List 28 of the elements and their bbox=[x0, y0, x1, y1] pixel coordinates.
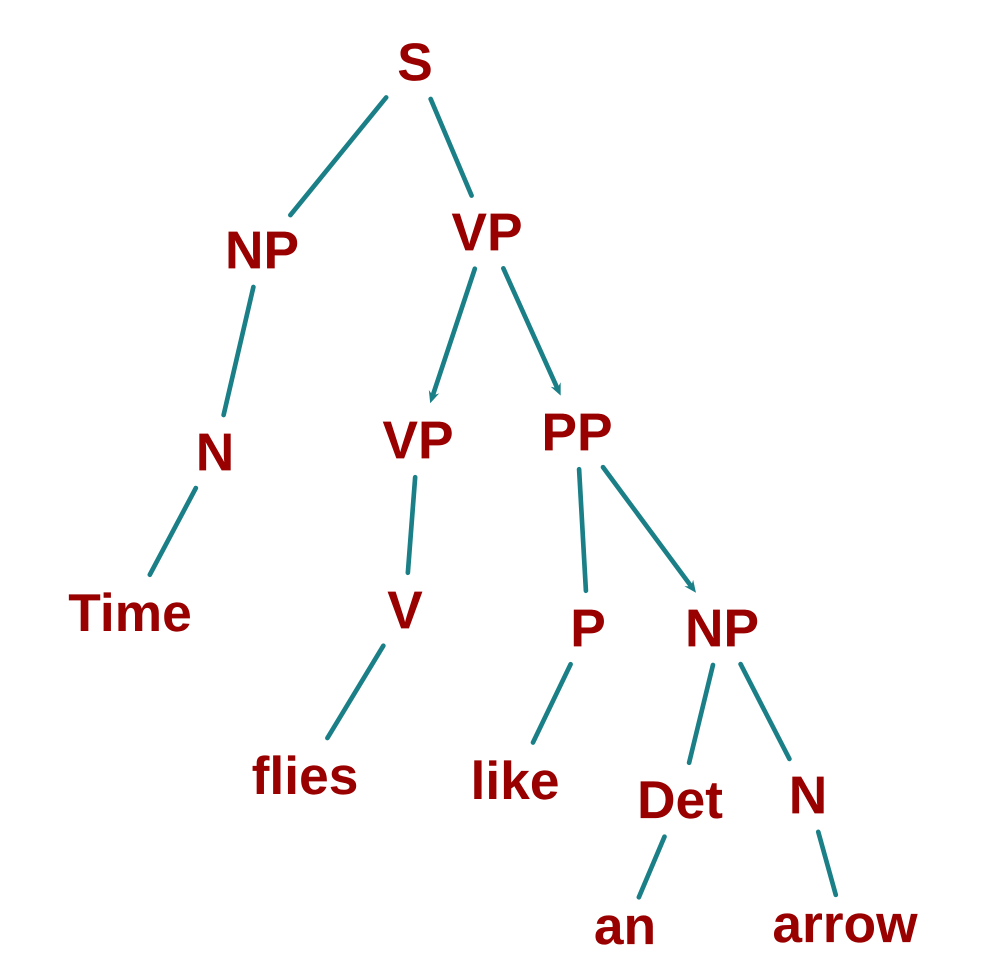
tree-branch bbox=[636, 834, 667, 900]
tree-label: NP bbox=[228, 232, 298, 268]
tree-label: Det bbox=[640, 781, 722, 819]
tree-branch bbox=[686, 662, 716, 766]
tree-label: PP bbox=[545, 414, 611, 450]
tree-label: VP bbox=[382, 422, 452, 458]
tree-branch bbox=[147, 486, 198, 578]
tree-branch bbox=[288, 95, 389, 218]
tree-branch bbox=[576, 466, 588, 594]
tree-label: S bbox=[398, 43, 431, 81]
tree-label: flies bbox=[252, 755, 356, 795]
tree-branch bbox=[530, 662, 573, 745]
tree-branch bbox=[738, 662, 792, 762]
tree-branch bbox=[221, 284, 256, 418]
tree-branch bbox=[406, 474, 418, 576]
tree-label: N bbox=[792, 776, 824, 814]
tree-branch bbox=[428, 96, 474, 198]
tree-label: V bbox=[388, 592, 422, 628]
tree-label: an bbox=[595, 915, 653, 945]
tree-branch bbox=[325, 643, 386, 740]
tree-label: P bbox=[574, 610, 604, 646]
tree-label: arrow bbox=[774, 913, 918, 943]
tree-label: N bbox=[199, 434, 231, 470]
tree-label: like bbox=[474, 760, 558, 800]
tree-label: VP bbox=[452, 214, 521, 250]
tree-branch bbox=[816, 830, 838, 898]
tree-label: Time bbox=[68, 592, 190, 632]
tree-label: NP bbox=[688, 610, 758, 646]
